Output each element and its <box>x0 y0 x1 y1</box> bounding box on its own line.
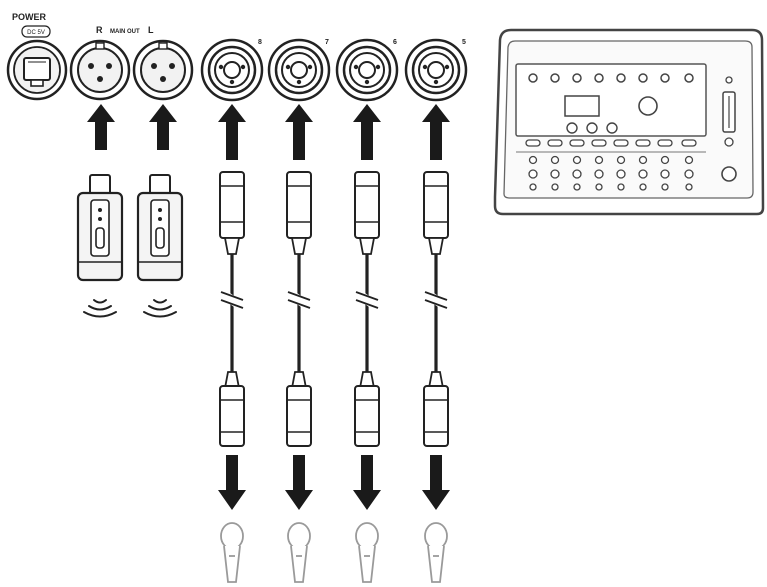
right-channel-label: R <box>96 25 103 35</box>
xlr-trs-combo-icon <box>200 38 264 102</box>
xlr-female-icon <box>132 39 194 101</box>
arrow-down-icon <box>422 455 450 510</box>
arrow-up-icon <box>285 104 313 160</box>
xlr-cable-icon <box>285 171 313 447</box>
arrow-down-icon <box>218 455 246 510</box>
left-channel-label: L <box>148 25 154 35</box>
wireless-signal-icon <box>143 299 177 318</box>
xlr-trs-combo-icon <box>404 38 468 102</box>
microphone-icon <box>220 522 244 583</box>
input-number-label: 6 <box>393 39 397 46</box>
microphone-icon <box>287 522 311 583</box>
arrow-up-icon <box>87 104 115 150</box>
power-connector-tag <box>21 25 51 38</box>
xlr-female-icon <box>69 39 131 101</box>
wireless-transmitter-icon <box>136 174 184 282</box>
microphone-icon <box>355 522 379 583</box>
xlr-trs-combo-icon <box>267 38 331 102</box>
arrow-up-icon <box>218 104 246 160</box>
arrow-up-icon <box>149 104 177 150</box>
arrow-down-icon <box>353 455 381 510</box>
arrow-up-icon <box>353 104 381 160</box>
input-number-label: 7 <box>325 39 329 46</box>
input-number-label: 5 <box>462 39 466 46</box>
power-connector-label: DC 5V <box>27 30 45 36</box>
input-number-label: 8 <box>258 39 262 46</box>
wireless-transmitter-icon <box>76 174 124 282</box>
arrow-up-icon <box>422 104 450 160</box>
digital-mixer-icon <box>493 28 765 216</box>
xlr-cable-icon <box>422 171 450 447</box>
xlr-cable-icon <box>353 171 381 447</box>
xlr-cable-icon <box>218 171 246 447</box>
ethercon-icon <box>6 39 68 101</box>
arrow-down-icon <box>285 455 313 510</box>
power-label: POWER <box>12 12 47 22</box>
xlr-trs-combo-icon <box>335 38 399 102</box>
microphone-icon <box>424 522 448 583</box>
wireless-signal-icon <box>83 299 117 318</box>
main-out-label: MAIN OUT <box>110 29 140 35</box>
